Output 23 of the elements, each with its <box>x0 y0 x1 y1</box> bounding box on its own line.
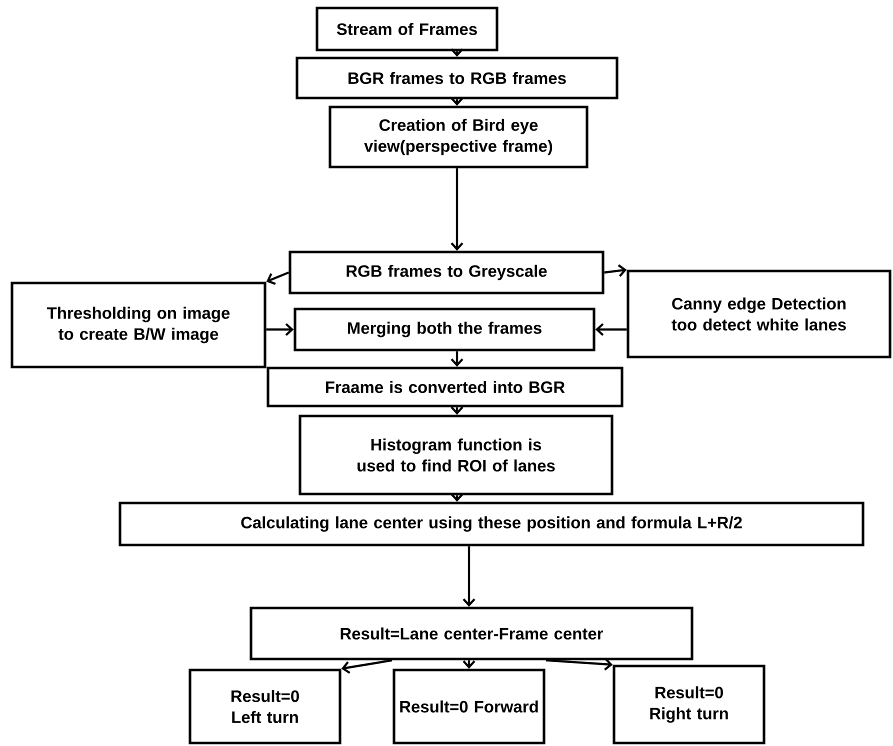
process-box: Result=Lane center-Frame center <box>250 606 694 660</box>
process-box: Histogram function is used to find ROI of lanes <box>298 414 614 496</box>
process-box: Fraame is converted into BGR <box>266 366 624 408</box>
process-box: Result=0 Forward <box>392 668 546 744</box>
arrow <box>450 351 464 367</box>
arrow <box>450 168 464 251</box>
arrow <box>462 546 476 607</box>
process-box: Creation of Bird eye view(perspective frame) <box>328 106 588 168</box>
process-box: RGB frames to Greyscale <box>288 250 604 294</box>
arrow <box>595 323 627 336</box>
process-box: Result=0 Left turn <box>188 668 342 744</box>
process-box: BGR frames to RGB frames <box>296 56 618 100</box>
arrow <box>266 323 294 336</box>
arrow <box>341 659 392 674</box>
process-box: Thresholding on image to create B/W image <box>10 282 266 368</box>
process-box: Calculating lane center using these position and formula L+R/2 <box>118 502 864 546</box>
arrow <box>546 658 613 671</box>
arrow <box>266 271 290 285</box>
process-box: Result=0 Right turn <box>612 664 766 744</box>
process-box: Merging both the frames <box>294 308 596 352</box>
arrow <box>604 264 627 277</box>
process-box: Canny edge Detection too detect white lanes <box>626 270 892 358</box>
process-box: Stream of Frames <box>316 6 498 52</box>
